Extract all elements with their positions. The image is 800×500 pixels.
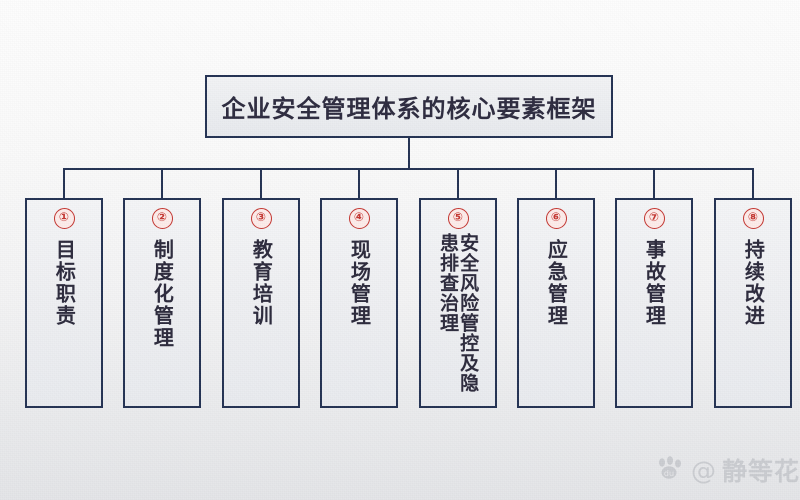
node-number-badge-4: ④	[348, 208, 370, 229]
diagram-root-node: 企业安全管理体系的核心要素框架	[205, 75, 613, 138]
svg-text:du: du	[664, 469, 674, 478]
diagram-node-5[interactable]: ⑤ 安全风险管控及隐患排查治理	[419, 198, 497, 408]
connector-drop-1	[63, 168, 65, 199]
watermark-at-symbol: @	[690, 455, 716, 485]
diagram-node-6[interactable]: ⑥ 应急管理	[517, 198, 595, 408]
diagram-title: 企业安全管理体系的核心要素框架	[221, 95, 597, 123]
node-number-badge-2: ②	[151, 208, 173, 229]
connector-drop-3	[260, 168, 262, 199]
diagram-node-4[interactable]: ④ 现场管理	[320, 198, 398, 408]
diagram-node-8[interactable]: ⑧ 持续改进	[714, 198, 792, 408]
node-label-4: 现场管理	[347, 239, 372, 327]
baidu-paw-icon: du	[655, 455, 685, 485]
watermark: du @ 静等花	[655, 452, 800, 488]
connector-drop-7	[653, 168, 655, 199]
node-label-5: 安全风险管控及隐患排查治理	[437, 233, 480, 393]
node-label-7: 事故管理	[642, 239, 667, 327]
diagram-node-1[interactable]: ① 目标职责	[25, 198, 103, 408]
node-number-badge-1: ①	[53, 208, 75, 229]
connector-bus	[63, 168, 752, 170]
diagram-node-7[interactable]: ⑦ 事故管理	[615, 198, 693, 408]
watermark-author: 静等花	[721, 457, 800, 486]
connector-drop-8	[752, 168, 754, 199]
node-number-badge-8: ⑧	[742, 208, 764, 229]
node-label-2: 制度化管理	[150, 239, 175, 349]
diagram-node-2[interactable]: ② 制度化管理	[123, 198, 201, 408]
node-label-1: 目标职责	[52, 239, 77, 327]
node-number-badge-6: ⑥	[545, 208, 567, 229]
diagram-node-3[interactable]: ③ 教育培训	[222, 198, 300, 408]
connector-drop-2	[161, 168, 163, 199]
connector-drop-6	[555, 168, 557, 199]
connector-drop-5	[457, 168, 459, 199]
node-number-badge-3: ③	[250, 208, 272, 229]
node-label-6: 应急管理	[544, 239, 569, 327]
node-number-badge-7: ⑦	[643, 208, 665, 229]
node-label-3: 教育培训	[249, 239, 274, 327]
connector-root-stem	[408, 138, 410, 169]
node-number-badge-5: ⑤	[447, 208, 469, 229]
connector-drop-4	[358, 168, 360, 199]
node-label-8: 持续改进	[741, 239, 766, 327]
